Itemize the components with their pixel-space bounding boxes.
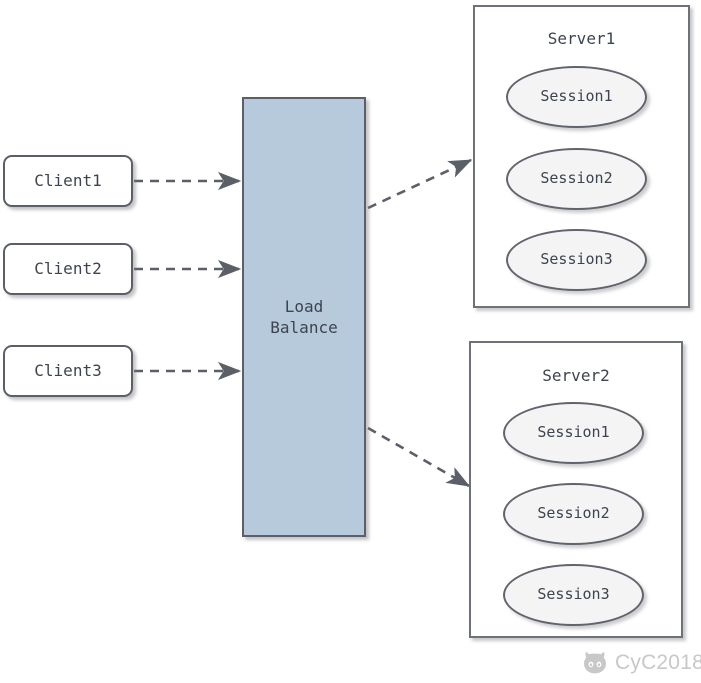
- load-balance-label-line2: Balance: [270, 318, 338, 337]
- session-node[interactable]: Session1: [506, 66, 647, 128]
- client-label: Client1: [34, 171, 102, 191]
- load-balance-label-line1: Load: [284, 296, 324, 316]
- session-node[interactable]: Session3: [506, 229, 647, 291]
- session-label: Session2: [540, 169, 613, 188]
- client-node-3[interactable]: Client3: [3, 345, 133, 397]
- server-title: Server2: [542, 366, 610, 385]
- session-node[interactable]: Session2: [506, 148, 647, 210]
- watermark-text: CyC2018: [615, 651, 701, 674]
- watermark: CyC2018: [582, 651, 701, 675]
- client-label: Client2: [34, 259, 102, 279]
- server-node-1[interactable]: Server1 Session1 Session2 Session3: [473, 5, 690, 308]
- session-label: Session1: [540, 87, 613, 106]
- session-label: Session3: [537, 585, 610, 604]
- session-label: Session3: [540, 250, 613, 269]
- client-node-1[interactable]: Client1: [3, 155, 133, 207]
- edge-loadbalance-to-server1: [367, 158, 473, 210]
- session-node[interactable]: Session2: [503, 483, 644, 545]
- session-label: Session1: [537, 423, 610, 442]
- session-node[interactable]: Session1: [503, 402, 644, 464]
- client-node-2[interactable]: Client2: [3, 243, 133, 295]
- server-node-2[interactable]: Server2 Session1 Session2 Session3: [469, 341, 683, 638]
- session-node[interactable]: Session3: [503, 564, 644, 626]
- octocat-icon: [584, 652, 606, 674]
- client-label: Client3: [34, 361, 102, 381]
- load-balance-node[interactable]: Load Balance: [242, 97, 366, 537]
- session-label: Session2: [537, 504, 610, 523]
- server-title: Server1: [547, 29, 616, 48]
- edge-loadbalance-to-server2: [367, 426, 471, 488]
